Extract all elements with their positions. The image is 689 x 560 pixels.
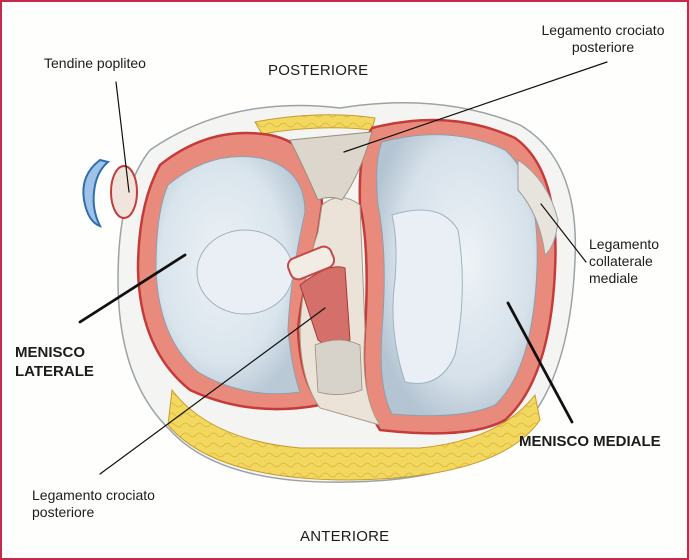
label-legamento-collaterale-line3: mediale	[589, 270, 659, 287]
popliteus-tendon-cut	[83, 160, 108, 226]
label-menisco-laterale-line2: LATERALE	[15, 362, 94, 381]
medial-tibial-condyle	[392, 210, 462, 383]
label-legamento-collaterale-line1: Legamento	[589, 236, 659, 253]
label-legamento-collaterale-mediale: Legamento collaterale mediale	[589, 236, 659, 287]
label-legamento-crociato-posteriore-top-line1: Legamento crociato	[528, 22, 678, 39]
label-legamento-crociato-posteriore-top: Legamento crociato posteriore	[528, 22, 678, 56]
label-menisco-laterale: MENISCO LATERALE	[15, 343, 94, 381]
label-anteriore: ANTERIORE	[300, 528, 389, 546]
label-legamento-crociato-posteriore-bottom-line2: posteriore	[32, 504, 155, 521]
label-legamento-crociato-posteriore-bottom-line1: Legamento crociato	[32, 487, 155, 504]
label-menisco-mediale: MENISCO MEDIALE	[519, 432, 661, 451]
label-legamento-crociato-posteriore-bottom: Legamento crociato posteriore	[32, 487, 155, 521]
label-menisco-laterale-line1: MENISCO	[15, 343, 94, 362]
lateral-tibial-condyle	[197, 230, 293, 314]
popliteus-tendon	[111, 166, 137, 218]
label-posteriore: POSTERIORE	[268, 62, 368, 80]
label-legamento-collaterale-line2: collaterale	[589, 253, 659, 270]
label-tendine-popliteo: Tendine popliteo	[44, 55, 146, 72]
anterior-intercondylar-fibers	[315, 340, 362, 395]
label-legamento-crociato-posteriore-top-line2: posteriore	[528, 39, 678, 56]
